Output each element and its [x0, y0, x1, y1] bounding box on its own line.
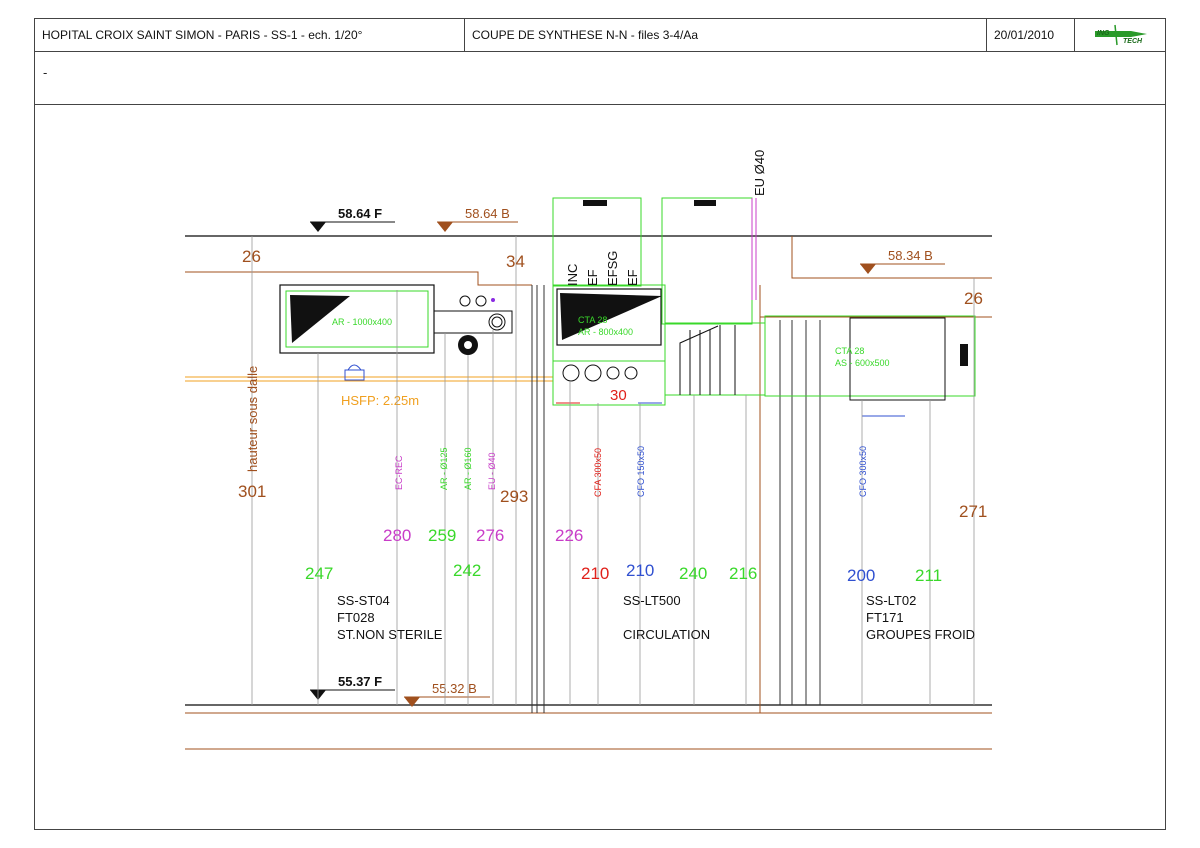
drawing-date: 20/01/2010	[987, 19, 1075, 51]
dim-200: 200	[847, 566, 875, 585]
dim-271: 271	[959, 502, 987, 521]
room-name: CIRCULATION	[623, 627, 710, 642]
dim-247: 247	[305, 564, 333, 583]
dim-226: 226	[555, 526, 583, 545]
network-cfa: CFA 300x50	[593, 448, 603, 497]
room-code: SS-LT02	[866, 593, 916, 608]
network-ar-125: AR - Ø125	[439, 447, 449, 490]
dim-280: 280	[383, 526, 411, 545]
ar-800-label: AR - 800x400	[578, 327, 633, 337]
cta28-b-label: CTA 28	[835, 346, 864, 356]
project-title: HOPITAL CROIX SAINT SIMON - PARIS - SS-1…	[35, 19, 465, 51]
remarks-row: -	[35, 51, 1165, 105]
dim-259: 259	[428, 526, 456, 545]
cta28-top-frame	[552, 197, 642, 287]
pipe-bundle	[433, 310, 513, 334]
level-bottom-finished: 55.37 F	[338, 674, 382, 689]
level-marker-top-f	[310, 222, 326, 232]
dim-242: 242	[453, 561, 481, 580]
dim-240: 240	[679, 564, 707, 583]
level-right-raw: 58.34 B	[888, 248, 933, 263]
room-ref: FT028	[337, 610, 375, 625]
room-name: ST.NON STERILE	[337, 627, 443, 642]
network-ar-160: AR - Ø160	[463, 447, 473, 490]
network-eu-040: EU - Ø40	[487, 452, 497, 490]
upper-raw-line-right	[791, 236, 992, 279]
network-cfo-300: CFO 300x50	[858, 446, 868, 497]
room-label-ss-lt500: SS-LT500 CIRCULATION	[623, 593, 710, 642]
room-code: SS-LT500	[623, 593, 681, 608]
network-ec-rec: EC-REC	[394, 455, 404, 490]
room-code: SS-ST04	[337, 593, 390, 608]
room-label-ss-st04: SS-ST04 FT028 ST.NON STERILE	[337, 593, 443, 642]
dim-293: 293	[500, 487, 528, 506]
dim-210-blue: 210	[626, 561, 654, 580]
pipe-label-inc: INC	[565, 264, 580, 286]
hauteur-label: hauteur sous dalle	[245, 366, 260, 472]
dim-26-left: 26	[242, 247, 261, 266]
drawing-frame: HOPITAL CROIX SAINT SIMON - PARIS - SS-1…	[34, 18, 1166, 830]
room-name: GROUPES FROID	[866, 627, 975, 642]
level-marker-right-b	[860, 264, 876, 274]
level-bottom-raw: 55.32 B	[432, 681, 477, 696]
level-top-finished: 58.64 F	[338, 206, 382, 221]
ar-1000-label: AR - 1000x400	[332, 317, 392, 327]
pipe-label-ef-2: EF	[625, 269, 640, 286]
dim-210-red: 210	[581, 564, 609, 583]
title-block-header: HOPITAL CROIX SAINT SIMON - PARIS - SS-1…	[35, 19, 1165, 52]
pipe-label-ef: EF	[585, 269, 600, 286]
dim-34: 34	[506, 252, 525, 271]
light-fitting-icon	[344, 364, 365, 381]
cta28-a-label: CTA 28	[578, 315, 607, 325]
as-600-label: AS - 600x500	[835, 358, 890, 368]
dim-211: 211	[915, 566, 942, 585]
dim-30: 30	[610, 387, 627, 404]
dim-301: 301	[238, 482, 266, 501]
section-title: COUPE DE SYNTHESE N-N - files 3-4/Aa	[465, 19, 987, 51]
duct-as-600x500	[764, 315, 976, 397]
pipe-ar-160	[488, 313, 506, 331]
ingtech-logo: ING TECH	[1075, 19, 1165, 51]
remark-text: -	[43, 65, 48, 80]
svg-text:TECH: TECH	[1123, 38, 1143, 45]
room-ref: FT171	[866, 610, 904, 625]
equipment-frame	[661, 197, 753, 325]
level-marker-bottom-b	[404, 697, 420, 707]
upper-raw-line-left	[185, 271, 532, 286]
level-marker-top-b	[437, 222, 453, 232]
network-cfo-150: CFO 150x50	[636, 446, 646, 497]
eu-040-label: EU Ø40	[752, 150, 767, 196]
dim-26-right: 26	[964, 289, 983, 308]
room-label-ss-lt02: SS-LT02 FT171 GROUPES FROID	[866, 593, 975, 642]
dim-276: 276	[476, 526, 504, 545]
svg-text:ING: ING	[1097, 30, 1110, 37]
pipe-label-efsg: EFSG	[605, 251, 620, 286]
dim-216: 216	[729, 564, 757, 583]
level-top-raw: 58.64 B	[465, 206, 510, 221]
hsfp-label: HSFP: 2.25m	[341, 393, 419, 408]
